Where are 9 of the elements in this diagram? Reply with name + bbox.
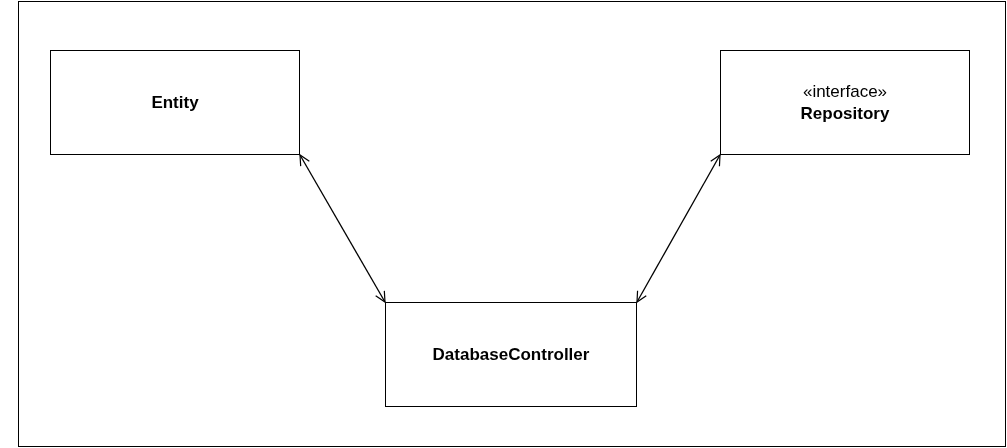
class-name: DatabaseController: [432, 343, 590, 366]
association-arrow: [636, 154, 721, 303]
class-box: [50, 50, 300, 155]
class-box: [385, 302, 637, 407]
association-arrow: [299, 154, 386, 303]
class-name: Entity: [151, 91, 199, 114]
stereotype-label: «interface»: [802, 80, 888, 103]
class-name: Repository: [800, 102, 890, 125]
interface-class-box: [720, 50, 970, 155]
